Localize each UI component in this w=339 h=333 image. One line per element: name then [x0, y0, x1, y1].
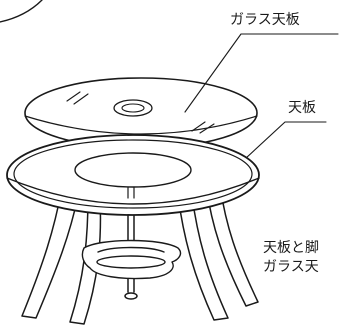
- lower-shelf: [81, 239, 182, 280]
- glass-top-leader: [184, 33, 339, 113]
- note-line-1: 天板と脚: [263, 240, 319, 256]
- table-top-label: 天板: [288, 100, 316, 116]
- corner-curve: [0, 0, 43, 23]
- table-top-plate: [6, 134, 260, 216]
- note-line-2: ガラス天: [263, 259, 319, 275]
- glass-top-label: ガラス天板: [230, 12, 300, 28]
- table-top-leader: [232, 121, 327, 171]
- glass-center-ring: [113, 99, 153, 117]
